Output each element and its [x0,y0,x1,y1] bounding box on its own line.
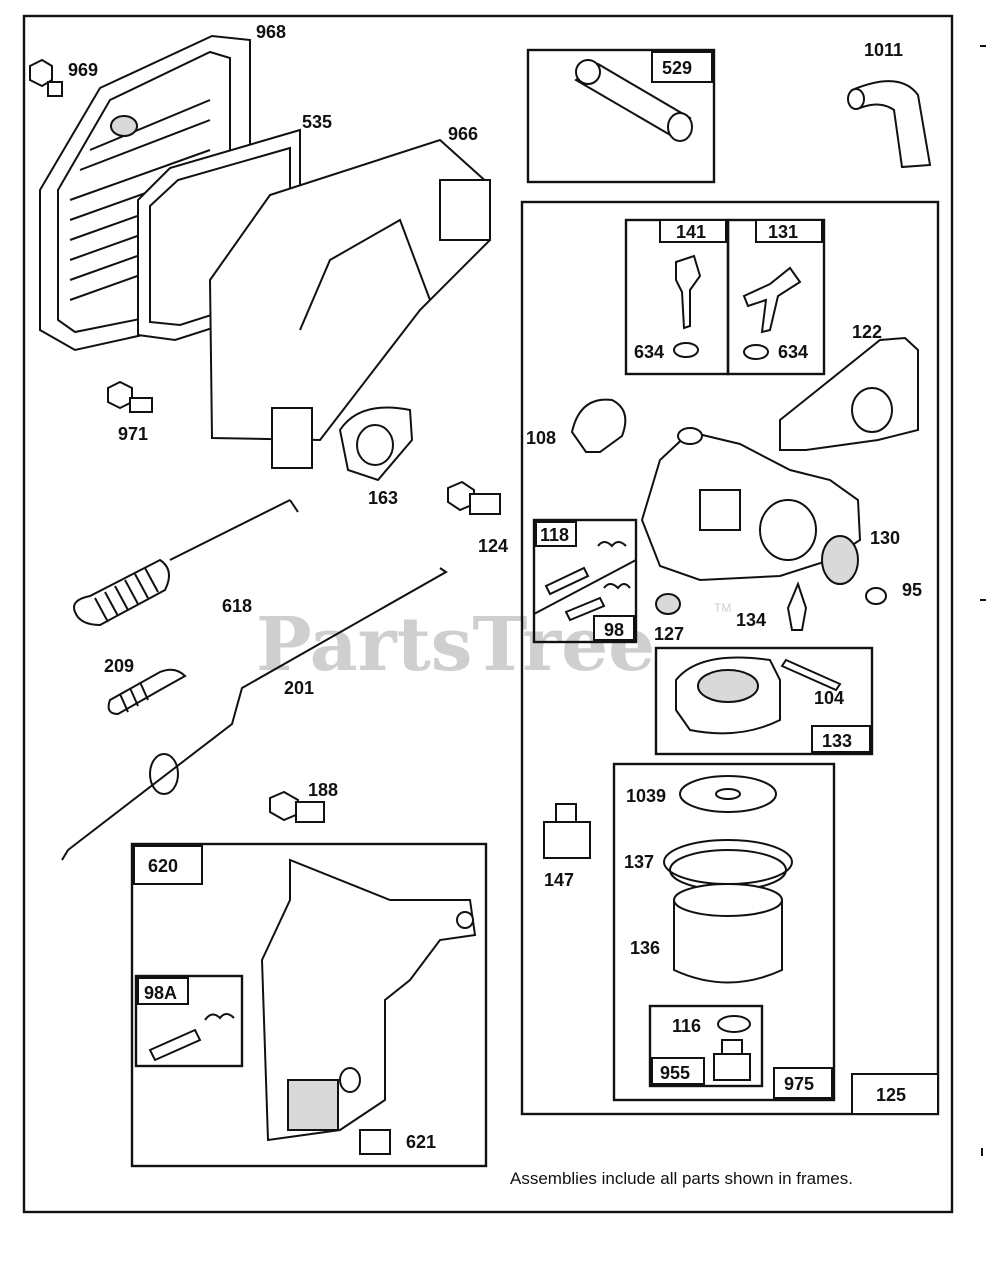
clip-621 [359,1129,391,1155]
screw-spring-98A [148,1013,235,1062]
frame-label-98A: 98A [144,983,177,1003]
pin-104 [780,658,842,692]
spring-209 [107,668,187,716]
frame-620 [130,842,488,1168]
hose-1011 [847,80,932,169]
frame-133 [654,646,874,756]
label-634-right: 634 [778,342,808,362]
needle-134 [786,581,808,631]
bolt-188 [269,790,325,823]
air-cleaner-cover-966 [208,138,491,469]
frame-975 [612,762,836,1102]
label-1011: 1011 [864,40,903,60]
label-634-left: 634 [634,342,664,362]
label-104: 104 [814,688,844,708]
frame-label-98: 98 [604,620,624,640]
label-621: 621 [406,1132,436,1152]
label-188: 188 [308,780,338,800]
screw-95 [865,587,887,605]
frame-98A [134,974,244,1068]
label-968: 968 [256,22,286,42]
bolt-124 [447,480,501,515]
governor-link-201 [61,567,448,861]
label-127: 127 [654,624,684,644]
label-201: 201 [284,678,314,698]
label-95: 95 [902,580,922,600]
o-ring-137 [663,839,793,891]
fitting-147 [543,803,591,859]
frame-label-118: 118 [540,525,569,545]
frame-label-975: 975 [784,1074,814,1094]
label-136: 136 [630,938,660,958]
label-124: 124 [478,536,508,556]
frame-label-620: 620 [148,856,178,876]
tube-529 [574,59,693,142]
frame-125 [520,200,940,1116]
frame-label-133: 133 [822,731,852,751]
gasket-130 [821,535,859,585]
label-116: 116 [672,1016,701,1036]
throttle-shaft-131 [742,266,802,360]
float-133 [675,656,781,735]
label-134: 134 [736,610,766,630]
label-535: 535 [302,112,332,132]
choke-shaft-141 [673,254,702,358]
label-969: 969 [68,60,98,80]
label-618: 618 [222,596,252,616]
carburetor-body [640,427,862,582]
idle-screw-118 [544,541,627,596]
label-108: 108 [526,428,556,448]
assemblies-note: Assemblies include all parts shown in fr… [510,1169,853,1188]
gasket-1039 [679,775,777,813]
label-147: 147 [544,870,574,890]
fuel-bowl-136 [673,883,783,984]
frame-529 [526,48,716,184]
label-1039: 1039 [626,786,666,806]
label-971: 971 [118,424,148,444]
label-130: 130 [870,528,900,548]
control-bracket-620 [260,858,477,1142]
label-137: 137 [624,852,654,872]
outer-frame [22,14,954,1214]
frame-label-125: 125 [876,1085,906,1105]
washer-116 [717,1015,751,1033]
bowl-nut-955 [713,1039,751,1081]
frame-label-955: 955 [660,1063,690,1083]
mixture-screw-98 [564,583,631,622]
label-209: 209 [104,656,134,676]
screw-969 [29,58,63,97]
frame-label-141: 141 [676,222,706,242]
gasket-163 [338,406,414,482]
choke-shutter-108 [570,398,627,453]
label-966: 966 [448,124,478,144]
screw-971 [107,380,153,413]
frame-label-131: 131 [768,222,798,242]
watermark-tm: TM [714,601,731,615]
frame-label-529: 529 [662,58,692,78]
spring-618 [73,499,299,627]
insulator-122 [779,336,919,451]
label-163: 163 [368,488,398,508]
watermark: PartsTree [256,602,655,688]
label-122: 122 [852,322,882,342]
frame-118 [532,518,638,644]
frame-955 [648,1004,764,1088]
plug-127 [655,593,681,615]
